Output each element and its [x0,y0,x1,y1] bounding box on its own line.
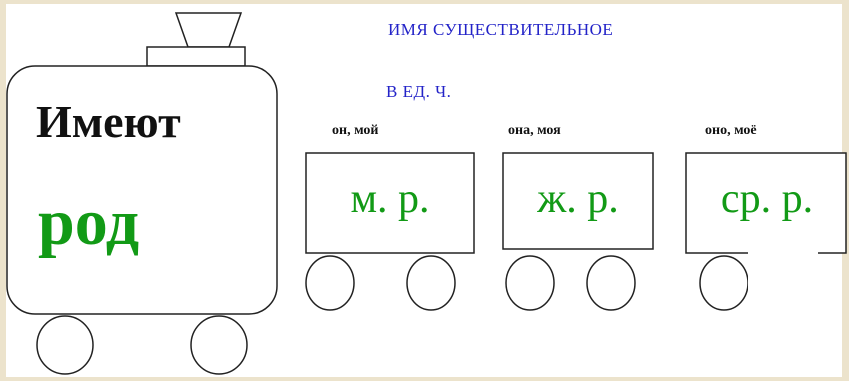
locomotive-cab-top [146,46,246,67]
car-2-wheel-left [505,255,555,311]
heading-subtitle: В ЕД. Ч. [386,82,452,101]
locomotive-wheel-right [190,315,248,375]
car-3-pronouns: оно, моё [705,123,757,138]
car-2-body [502,152,654,250]
car-1-pronouns: он, мой [332,123,379,138]
locomotive-funnel [174,12,243,48]
white-patch [748,232,818,377]
car-2-wheel-right [586,255,636,311]
car-1-gender-label: м. р. [350,176,430,222]
locomotive-body [6,65,278,315]
heading-title: ИМЯ СУЩЕСТВИТЕЛЬНОЕ [388,20,614,39]
car-3-wheel-left [699,255,749,311]
car-1-body [305,152,475,254]
locomotive-label-gender: род [38,186,140,259]
car-2-pronouns: она, моя [508,123,561,138]
car-2-gender-label: ж. р. [537,176,619,222]
locomotive-wheel-left [36,315,94,375]
car-1-wheel-right [406,255,456,311]
locomotive-label-have: Имеют [36,96,181,147]
car-3-gender-label: ср. р. [720,176,814,222]
car-1-wheel-left [305,255,355,311]
